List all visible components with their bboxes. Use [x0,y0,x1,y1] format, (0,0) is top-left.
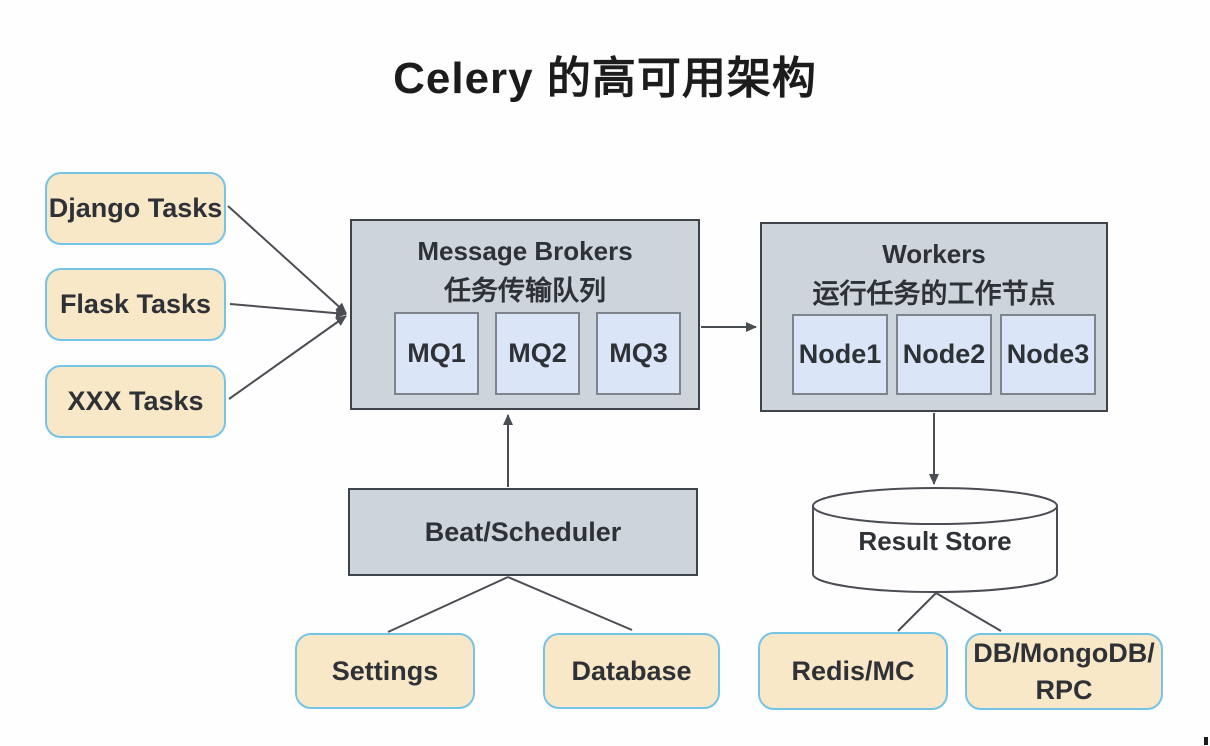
worker-node-label: Node2 [902,339,986,369]
worker-node-label: Node3 [1006,339,1090,369]
queue-label: MQ1 [407,338,466,368]
task-source-label: Django Tasks [48,193,223,223]
queue-box-mq2: MQ2 [495,312,580,395]
worker-node-box-2: Node2 [896,314,992,395]
message-brokers-title: Message Brokers [417,236,633,266]
line-beat-to-settings [387,576,509,633]
worker-node-box-1: Node1 [792,314,888,395]
arrow-xxx-to-brokers [228,315,347,400]
workers-subtitle: 运行任务的工作节点 [812,279,1056,309]
redis-mc-box: Redis/MC [758,632,948,710]
queue-label: MQ3 [609,338,668,368]
queue-box-mq1: MQ1 [394,312,479,395]
queue-box-mq3: MQ3 [596,312,681,395]
arrow-django-to-brokers [227,205,347,314]
queue-row: MQ1 MQ2 MQ3 [394,312,681,395]
node-row: Node1 Node2 Node3 [792,314,1096,395]
result-store-label: Result Store [858,525,1012,556]
line-beat-to-database [507,576,633,631]
redis-mc-label: Redis/MC [791,655,915,686]
queue-label: MQ2 [508,338,567,368]
task-source-label: Flask Tasks [59,289,212,319]
worker-node-box-3: Node3 [1000,314,1096,395]
database-label: Database [571,655,692,686]
message-brokers-subtitle: 任务传输队列 [444,276,606,306]
workers-group: Workers 运行任务的工作节点 Node1 Node2 Node3 [760,222,1108,412]
line-store-to-dbmongo [935,592,1002,632]
task-source-django-box: Django Tasks [45,172,226,245]
settings-label: Settings [331,655,439,686]
db-mongodb-rpc-label: DB/MongoDB/ RPC [973,637,1155,705]
db-mongodb-rpc-box: DB/MongoDB/ RPC [965,633,1163,710]
worker-node-label: Node1 [798,339,882,369]
settings-box: Settings [295,633,475,709]
task-source-flask-box: Flask Tasks [45,268,226,341]
message-brokers-group: Message Brokers 任务传输队列 MQ1 MQ2 MQ3 [350,219,700,410]
diagram-title: Celery 的高可用架构 [393,54,817,103]
line-store-to-redis [897,592,937,632]
task-source-xxx-box: XXX Tasks [45,365,226,438]
edge-artifact-mark [1204,737,1208,745]
beat-scheduler-label: Beat/Scheduler [424,516,622,547]
workers-title: Workers [882,239,986,269]
task-source-label: XXX Tasks [67,386,204,416]
database-box: Database [543,633,720,709]
arrow-flask-to-brokers [229,303,347,319]
beat-scheduler-box: Beat/Scheduler [348,488,698,576]
